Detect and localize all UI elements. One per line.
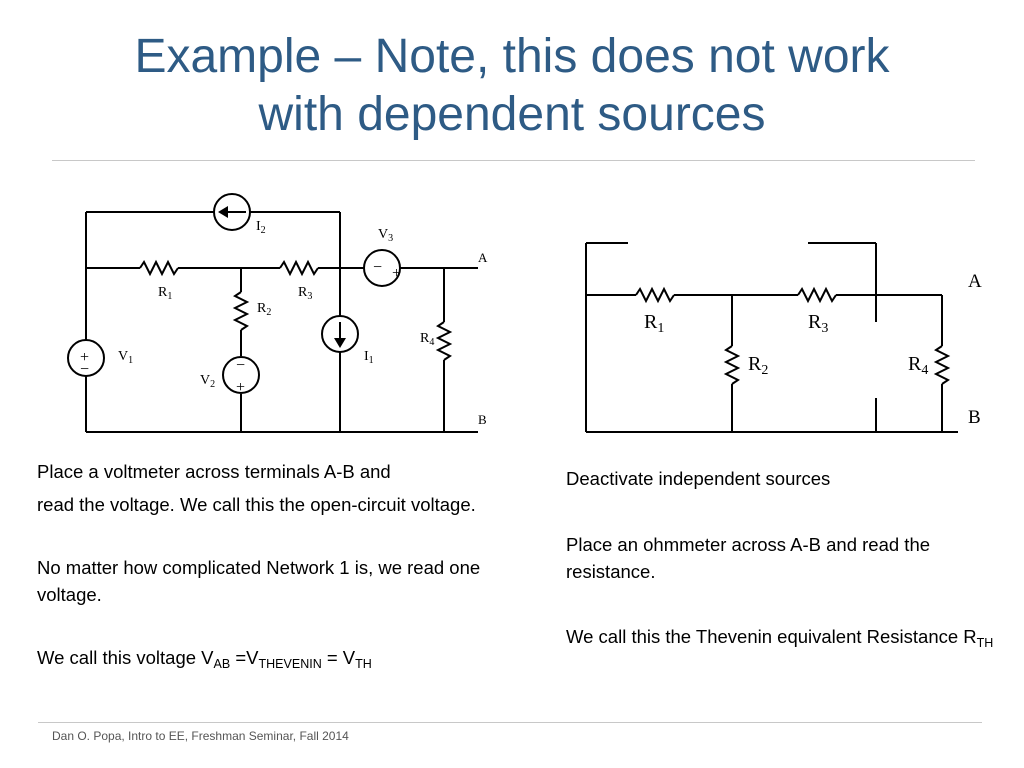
svg-text:I2: I2 [256, 219, 266, 236]
footer-credit: Dan O. Popa, Intro to EE, Freshman Semin… [52, 729, 349, 743]
ohmmeter-paragraph: Place an ohmmeter across A-B and read th… [566, 534, 931, 582]
current-source-i1 [321, 315, 359, 353]
resistor-r2 [232, 291, 250, 331]
svg-text:+: + [80, 349, 89, 366]
svg-text:−: − [80, 361, 89, 378]
resistor-r3 [279, 259, 319, 277]
svg-text:A: A [478, 250, 488, 265]
voltage-source-v3 [363, 249, 401, 287]
resistor-r2 [723, 345, 741, 385]
resistor-r4 [435, 321, 453, 361]
svg-text:−: − [236, 357, 245, 374]
svg-text:R1: R1 [644, 311, 664, 336]
svg-text:V2: V2 [200, 373, 215, 390]
voltmeter-line-2: read the voltage. We call this the open-… [37, 494, 476, 515]
svg-text:R1: R1 [158, 285, 172, 302]
svg-text:−: − [373, 259, 382, 276]
svg-text:R4: R4 [420, 331, 434, 348]
resistor-r1 [139, 259, 179, 277]
svg-text:R3: R3 [298, 285, 312, 302]
svg-text:+: + [236, 379, 245, 396]
svg-text:R3: R3 [808, 311, 828, 336]
svg-text:V3: V3 [378, 227, 393, 244]
svg-text:R2: R2 [748, 353, 768, 378]
resistor-r4 [933, 345, 951, 385]
title-divider [52, 160, 975, 161]
left-text-block: Place a voltmeter across terminals A-B a… [37, 458, 547, 678]
svg-text:V1: V1 [118, 349, 133, 366]
title-line-1: Example – Note, this does not work [134, 30, 890, 83]
resistor-r3 [797, 286, 837, 304]
thevenin-paragraph: We call this the Thevenin equivalent Res… [566, 626, 994, 650]
right-circuit-diagram [585, 242, 958, 433]
svg-text:B: B [478, 412, 487, 427]
svg-text:+: + [392, 265, 401, 282]
title-line-2: with dependent sources [258, 88, 766, 141]
deactivate-paragraph: Deactivate independent sources [566, 468, 831, 489]
voltage-source-v2 [222, 356, 260, 394]
footer-divider [38, 722, 982, 723]
svg-text:B: B [968, 407, 981, 428]
network-paragraph: No matter how complicated Network 1 is, … [37, 557, 481, 605]
svg-text:A: A [968, 271, 982, 292]
svg-text:R4: R4 [908, 353, 928, 378]
voltmeter-line-1: Place a voltmeter across terminals A-B a… [37, 461, 391, 482]
slide-title: Example – Note, this does not work with … [0, 28, 1024, 144]
voltage-definition: We call this voltage VAB =VTHEVENIN = VT… [37, 647, 372, 671]
voltage-source-v1 [67, 339, 105, 377]
svg-text:I1: I1 [364, 349, 374, 366]
right-text-block: Deactivate independent sources Place an … [566, 465, 996, 657]
svg-text:R2: R2 [257, 301, 271, 318]
resistor-r1 [635, 286, 675, 304]
current-source-i2 [213, 193, 251, 231]
